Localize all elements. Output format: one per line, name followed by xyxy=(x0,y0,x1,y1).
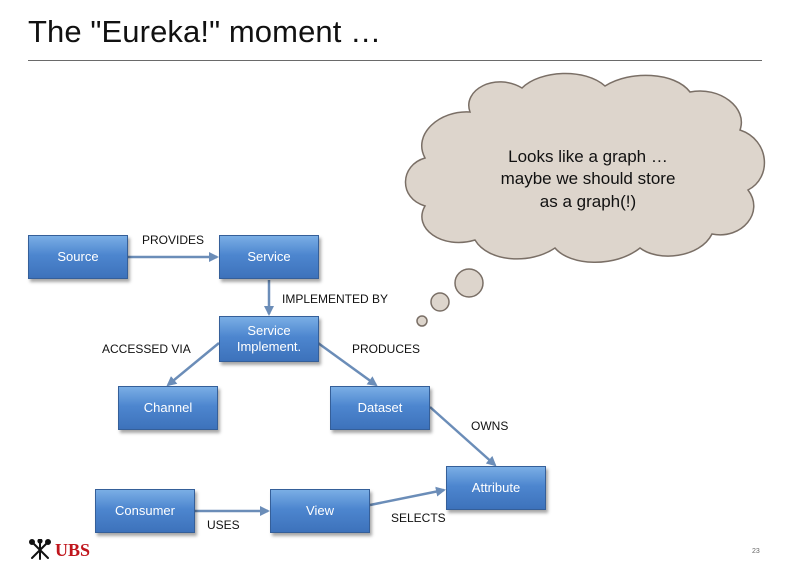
node-consumer: Consumer xyxy=(95,489,195,533)
thought-circle-small xyxy=(416,315,428,327)
edge-label-provides: PROVIDES xyxy=(142,233,205,247)
edge-accessed-via xyxy=(166,342,220,387)
title-divider xyxy=(28,60,762,61)
node-service: Service xyxy=(219,235,319,279)
node-channel: Channel xyxy=(118,386,218,430)
thought-cloud-shape xyxy=(404,72,765,263)
ubs-logo-text: UBS xyxy=(55,539,91,560)
edge-label-implemented-by: IMPLEMENTED BY xyxy=(282,292,389,306)
node-service-implement-line1: Service xyxy=(247,323,291,339)
edge-owns xyxy=(429,406,497,467)
edge-label-selects: SELECTS xyxy=(391,511,446,525)
edge-label-owns: OWNS xyxy=(471,419,509,433)
edge-label-uses: USES xyxy=(207,518,240,532)
edge-label-accessed-via: ACCESSED VIA xyxy=(102,342,191,356)
thought-circle-large xyxy=(454,268,484,298)
thought-line-3: as a graph(!) xyxy=(539,191,637,211)
node-attribute: Attribute xyxy=(446,466,546,510)
node-view: View xyxy=(270,489,370,533)
node-dataset: Dataset xyxy=(330,386,430,430)
thought-bubble-text: Looks like a graph … maybe we should sto… xyxy=(458,146,718,213)
thought-line-2: maybe we should store xyxy=(500,169,676,189)
page-number: 23 xyxy=(752,548,760,555)
node-service-implement: Service Implement. xyxy=(219,316,319,362)
edge-label-produces: PRODUCES xyxy=(352,342,421,356)
ubs-logo: UBS xyxy=(28,539,90,561)
node-service-implement-line2: Implement. xyxy=(236,339,302,354)
thought-circle-medium xyxy=(430,292,450,312)
edge-selects xyxy=(369,486,446,507)
ubs-keys-icon xyxy=(29,539,51,560)
thought-line-1: Looks like a graph … xyxy=(508,147,668,166)
node-source: Source xyxy=(28,235,128,279)
edge-produces xyxy=(317,341,378,387)
slide-title: The "Eureka!" moment … xyxy=(28,14,382,49)
